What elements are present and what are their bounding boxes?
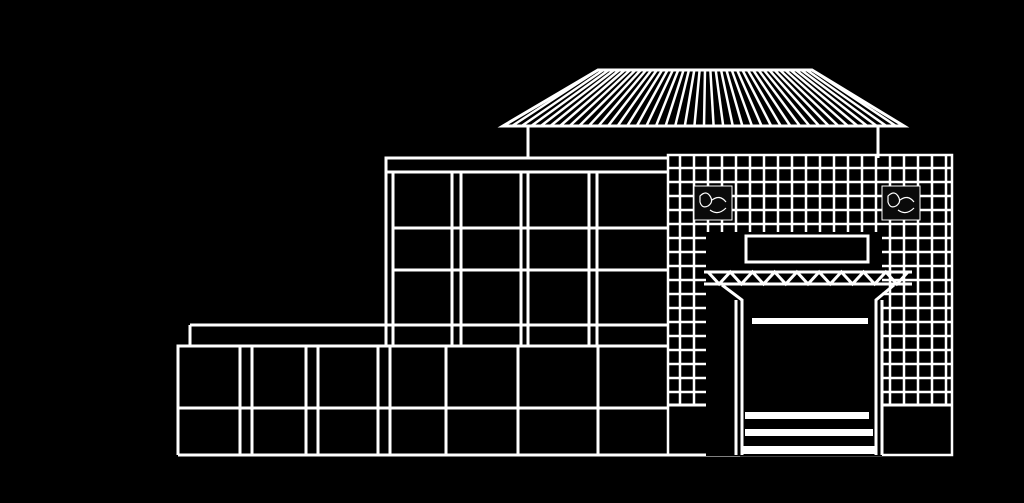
roof-slat (757, 69, 802, 127)
left-wing-mullions (238, 346, 600, 455)
roof-outline (497, 68, 910, 128)
entrance-door-head (752, 318, 868, 324)
roof-slat (597, 69, 648, 127)
roof-slat (702, 69, 707, 127)
emblem-right-mark (887, 192, 915, 214)
roof-slat (616, 69, 658, 127)
roof-slat (805, 68, 888, 128)
entrance-right-jamb (874, 283, 895, 455)
roof-slat (530, 68, 610, 128)
roof-slat (540, 69, 615, 127)
roof-slat (795, 69, 868, 127)
roof-slat (779, 69, 840, 127)
roof-slats (511, 68, 897, 128)
entrance-left-jamb (721, 283, 744, 455)
entrance-mask (706, 232, 882, 456)
step-3 (742, 446, 876, 454)
roof-slat (741, 69, 773, 127)
emblem-right-frame (881, 185, 921, 221)
roof-slat (568, 69, 631, 127)
roof-slat (735, 69, 763, 127)
roof-slat (626, 69, 664, 127)
roof-slat (752, 69, 792, 127)
roof-slat (709, 69, 715, 127)
roof-slat (520, 68, 605, 128)
roof-slat (654, 69, 680, 127)
middle-glass-block (384, 156, 668, 346)
entrance-sign-panel (744, 234, 870, 264)
roof-slat (768, 69, 821, 127)
roof-slat (719, 69, 735, 127)
step-2 (745, 429, 873, 436)
roof-slat (800, 68, 878, 128)
roof-slat (645, 69, 675, 127)
roof-slat (664, 69, 685, 127)
entrance-truss (706, 269, 910, 287)
emblem-left-mark (699, 192, 727, 214)
roof-slat (693, 69, 701, 127)
entrance-portal (704, 232, 912, 456)
roof-slat (587, 69, 642, 127)
roof-slat (578, 69, 637, 127)
roof-slat (746, 69, 782, 127)
step-1 (745, 412, 869, 419)
roof-slat (773, 69, 830, 127)
roof-slat (559, 69, 626, 127)
middle-block-mullions (450, 172, 599, 346)
roof-slat (725, 69, 744, 127)
roof-slat (811, 68, 897, 128)
roof-slat (730, 69, 754, 127)
roof-slat (762, 69, 811, 127)
roof-slat (673, 69, 691, 127)
roof-slat (635, 69, 669, 127)
roof-slat (511, 68, 599, 128)
roof-slat (784, 69, 849, 127)
roof-slat (549, 69, 621, 127)
entrance-steps (742, 412, 876, 454)
roof-slat (789, 69, 859, 127)
left-wing-top-edge (176, 344, 668, 455)
roof-canopy (497, 68, 910, 158)
emblem-left (693, 185, 733, 221)
emblem-right (881, 185, 921, 221)
middle-block-outline (384, 156, 668, 346)
roof-slat (683, 69, 696, 127)
roof-slat (714, 69, 725, 127)
roof-slat (607, 69, 653, 127)
